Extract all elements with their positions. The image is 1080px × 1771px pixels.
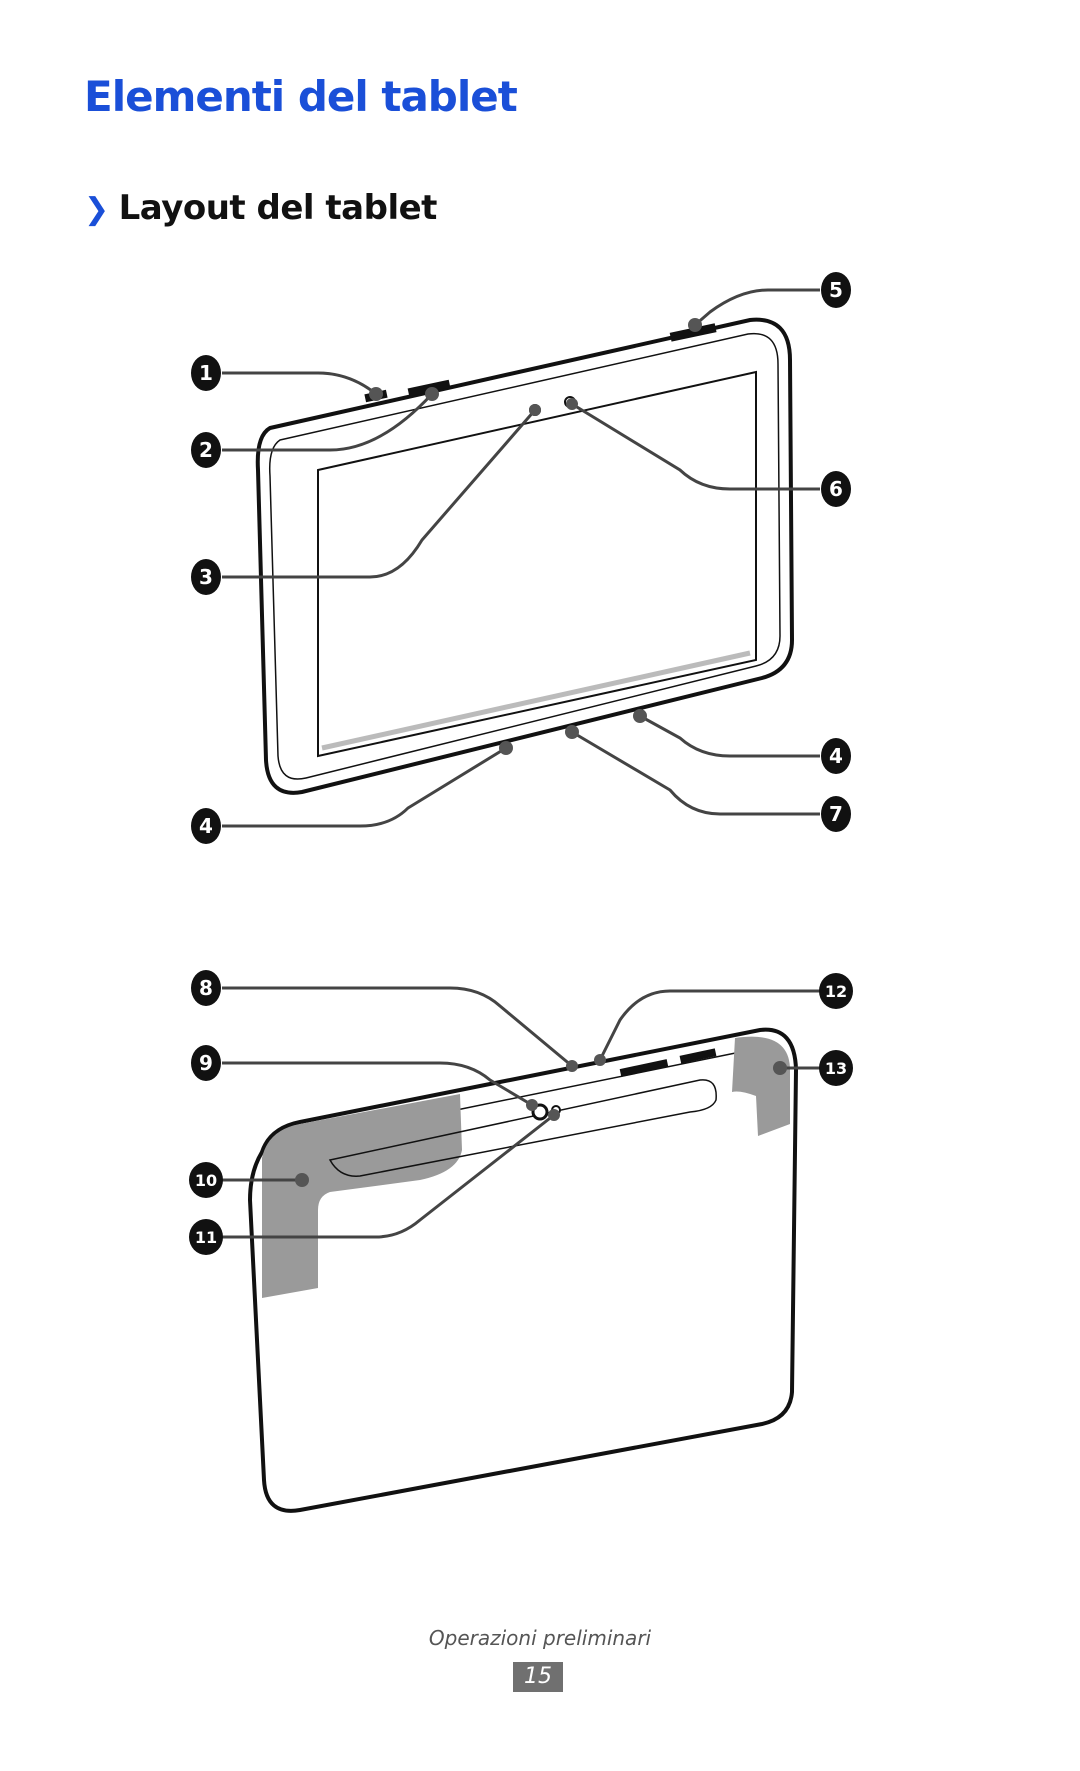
tablet-front-screen (317, 370, 757, 758)
footer-section-name: Operazioni preliminari (428, 1626, 652, 1650)
leader-dot (529, 404, 541, 416)
callout-badge-4b: 4 (821, 738, 851, 774)
leader-dot (295, 1173, 309, 1187)
leader-dot (425, 387, 439, 401)
callout-label: 1 (199, 361, 213, 385)
leader-dot (773, 1061, 787, 1075)
leader-line-12 (598, 989, 820, 1061)
callout-badge-12: 12 (819, 973, 853, 1009)
callout-badge-5: 5 (821, 272, 851, 308)
leader-dot (565, 725, 579, 739)
leader-line-2 (222, 392, 434, 452)
callout-label: 4 (199, 814, 213, 838)
back-top-port-shape-2 (679, 1048, 717, 1064)
leader-lines (222, 288, 820, 1239)
chevron-right-icon: ❯ (84, 192, 109, 227)
leader-dots (295, 318, 787, 1187)
section-heading: ❯ Layout del tablet (84, 188, 437, 228)
callout-badge-13: 13 (819, 1050, 853, 1086)
callout-badge-10: 10 (189, 1162, 223, 1198)
leader-dot (566, 398, 578, 410)
callout-label: 9 (199, 1051, 213, 1075)
callout-badge-7: 7 (821, 796, 851, 832)
callout-badge-3: 3 (191, 559, 221, 595)
leader-line-4a (222, 746, 507, 828)
leader-dot (548, 1109, 560, 1121)
callout-badge-4a: 4 (191, 808, 221, 844)
callout-label: 3 (199, 565, 213, 589)
callout-label: 7 (829, 802, 843, 826)
callout-label: 4 (829, 744, 843, 768)
callout-label: 11 (195, 1228, 217, 1247)
leader-line-4b (639, 714, 820, 758)
page-footer: Operazioni preliminari (0, 1626, 1080, 1650)
leader-dot (499, 741, 513, 755)
back-top-port-shape (619, 1059, 669, 1077)
leader-dot (369, 387, 383, 401)
leader-line-1 (222, 371, 377, 396)
section-heading-text: Layout del tablet (118, 188, 438, 228)
leader-dot (526, 1099, 538, 1111)
tablet-back-illustration (247, 1027, 799, 1513)
leader-line-6 (571, 402, 820, 491)
leader-line-5 (694, 288, 820, 327)
page-number-badge: 15 (513, 1662, 563, 1692)
tablet-front-illustration (255, 317, 795, 795)
callout-badges: 1 2 3 4 5 6 4 7 8 9 10 11 12 13 (189, 272, 853, 1255)
callout-label: 13 (825, 1059, 847, 1078)
leader-line-9 (222, 1061, 533, 1107)
leader-line-3 (222, 409, 537, 579)
leader-line-7 (571, 730, 820, 816)
callout-label: 10 (195, 1171, 217, 1190)
callout-label: 2 (199, 438, 213, 462)
tablet-back-speaker-area-right (732, 1036, 790, 1136)
leader-dot (566, 1060, 578, 1072)
callout-badge-9: 9 (191, 1045, 221, 1081)
callout-badge-1: 1 (191, 355, 221, 391)
callout-badge-6: 6 (821, 471, 851, 507)
callout-label: 8 (199, 976, 213, 1000)
callout-label: 6 (829, 477, 843, 501)
tablet-back-camera-recess (328, 1079, 717, 1177)
tablet-front-screen-edge (321, 650, 751, 751)
tablet-back-body (247, 1027, 799, 1513)
tablet-back-speaker-area-left (262, 1094, 462, 1298)
top-right-slot-shape (669, 323, 717, 342)
page-title: Elementi del tablet (84, 72, 518, 121)
callout-label: 5 (829, 278, 843, 302)
leader-dot (594, 1054, 606, 1066)
leader-dot (633, 709, 647, 723)
leader-dot (688, 318, 702, 332)
callout-badge-2: 2 (191, 432, 221, 468)
callout-badge-8: 8 (191, 970, 221, 1006)
callout-badge-11: 11 (189, 1219, 223, 1255)
callout-label: 12 (825, 982, 847, 1001)
tablet-front-bezel-inner (268, 332, 781, 780)
leader-line-11 (222, 1113, 555, 1239)
leader-line-8 (222, 986, 573, 1068)
